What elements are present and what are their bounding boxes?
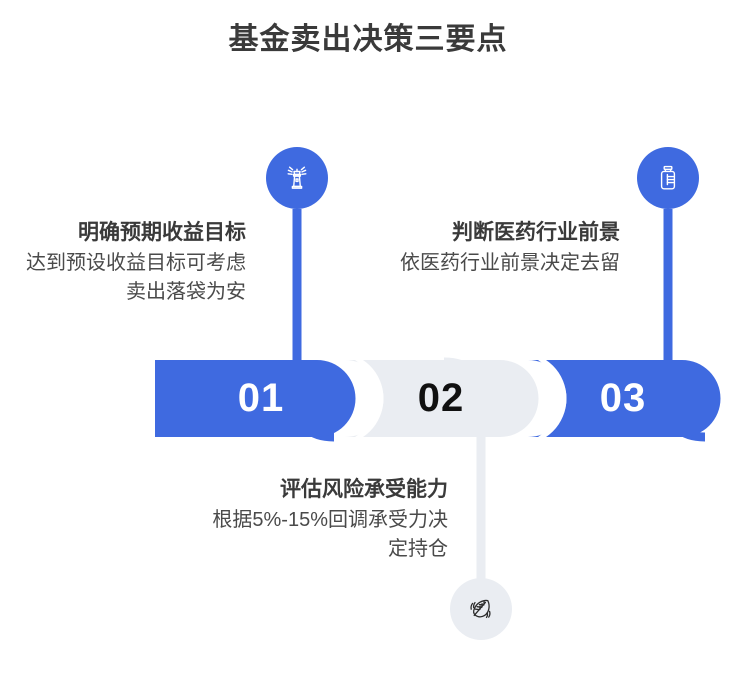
- leaf-icon: [470, 599, 491, 619]
- step-icon-badge-03[interactable]: [637, 147, 699, 209]
- medicine-bottle-icon: [660, 165, 676, 190]
- step-banner-02: [345, 360, 539, 437]
- step-title-02: 评估风险承受能力: [280, 478, 448, 501]
- banner-gap-separator-left: [329, 352, 384, 445]
- step-text-block-03: 判断医药行业前景 依医药行业前景决定去留: [392, 218, 620, 278]
- step-icon-badge-02[interactable]: [450, 578, 512, 640]
- step-title-03: 判断医药行业前景: [452, 221, 620, 244]
- step-number-02: 02: [417, 376, 465, 420]
- step-banner-01: [155, 360, 356, 437]
- step-banner-03: [528, 360, 721, 437]
- step-text-block-02: 评估风险承受能力 根据5%-15%回调承受力决定持仓: [200, 475, 448, 564]
- step-text-block-01: 明确预期收益目标 达到预设收益目标可考虑卖出落袋为安: [18, 218, 246, 307]
- step-icon-badge-01[interactable]: [266, 147, 328, 209]
- step-number-03: 03: [599, 376, 647, 420]
- lighthouse-icon: [287, 166, 307, 189]
- step-body-03: 依医药行业前景决定去留: [400, 252, 620, 274]
- step-number-01: 01: [237, 376, 285, 420]
- step-body-01: 达到预设收益目标可考虑卖出落袋为安: [26, 252, 246, 303]
- step-body-02: 根据5%-15%回调承受力决定持仓: [212, 509, 448, 560]
- step-title-01: 明确预期收益目标: [78, 221, 246, 244]
- banner-gap-separator-right: [512, 352, 567, 445]
- page-title: 基金卖出决策三要点: [228, 23, 508, 56]
